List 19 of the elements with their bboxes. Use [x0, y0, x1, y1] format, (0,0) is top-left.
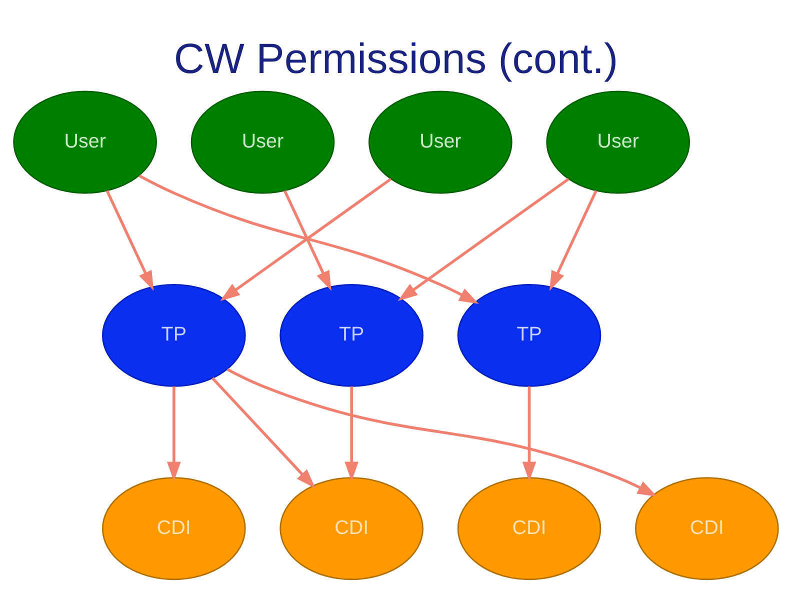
arrow [283, 190, 332, 290]
arrow [211, 376, 316, 488]
node-ellipse: User [190, 90, 335, 194]
arrow [549, 190, 598, 290]
arrow [138, 174, 479, 304]
node-ellipse: CDI [102, 476, 246, 580]
diagram-title: CW Permissions (cont.) [174, 34, 618, 82]
node-ellipse: CDI [457, 476, 602, 580]
node-ellipse: User [546, 90, 690, 194]
node-ellipse: User [13, 90, 157, 194]
node-ellipse: CDI [280, 476, 424, 580]
node-ellipse: User [368, 90, 512, 194]
arrow [106, 190, 154, 290]
arrow [220, 177, 392, 300]
arrow [522, 386, 536, 482]
arrow [226, 368, 658, 496]
arrow [166, 386, 181, 482]
arrow [398, 177, 570, 300]
arrow [344, 386, 358, 482]
